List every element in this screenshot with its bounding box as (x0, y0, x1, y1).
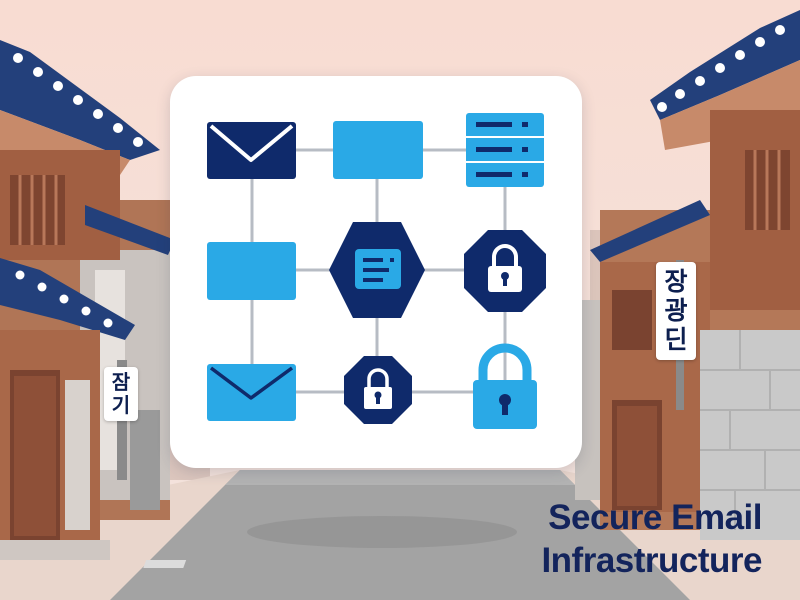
headline-line-2: Infrastructure (541, 541, 762, 580)
message-box-icon (207, 242, 296, 300)
sign-right-char-1: 장 (664, 267, 688, 296)
padlock-icon (473, 343, 537, 429)
sign-left-char-2: 기 (111, 393, 131, 417)
envelope-icon (207, 364, 296, 421)
headline: Secure Email Infrastructure (541, 496, 762, 582)
envelope-icon (207, 122, 296, 179)
network-diagram (207, 113, 546, 429)
server-hexagon-icon (329, 222, 425, 318)
lock-octagon-icon (344, 356, 412, 424)
message-box-icon (333, 121, 423, 179)
headline-line-1: Secure Email (548, 498, 762, 537)
sign-right-char-3: 딘 (664, 324, 688, 354)
sign-right: 장 광 딘 (656, 262, 696, 361)
lock-octagon-icon (464, 230, 546, 312)
sign-right-char-2: 광 (664, 295, 688, 325)
diagram-card (170, 76, 582, 468)
server-icon (466, 113, 544, 187)
sign-left: 잠 기 (104, 367, 138, 421)
sign-left-char-1: 잠 (111, 370, 131, 394)
